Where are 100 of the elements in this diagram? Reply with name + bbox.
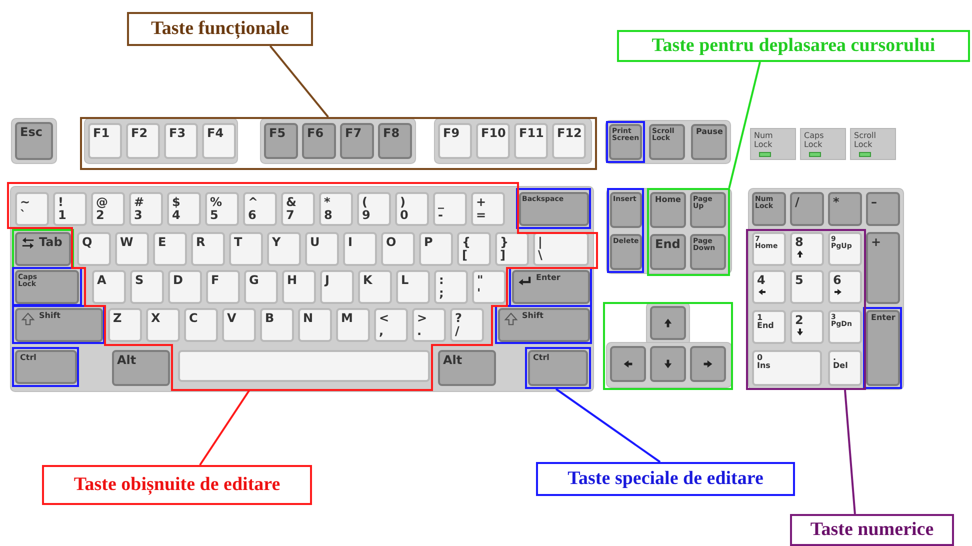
keyboard-key: H	[282, 270, 316, 304]
keyboard-key: F9	[438, 123, 472, 159]
indicator-label: Num Lock	[754, 131, 773, 149]
keyboard-key: Z	[108, 308, 142, 342]
keyboard-key: F4	[202, 123, 236, 159]
keyboard-key: Alt	[438, 350, 496, 386]
space-bar	[178, 350, 430, 382]
keyboard-key: Alt	[112, 350, 170, 386]
keyboard-key: S	[130, 270, 164, 304]
keyboard-key: N	[298, 308, 332, 342]
keyboard-key: V	[222, 308, 256, 342]
keyboard-key: Esc	[15, 122, 53, 160]
keyboard-key: ) 0	[395, 192, 429, 226]
keyboard-key: Shift	[498, 308, 590, 342]
keyboard-key: : ;	[434, 270, 468, 304]
keyboard-key: Shift	[15, 308, 103, 342]
keyboard-key: I	[343, 232, 377, 266]
leader-line	[728, 62, 761, 188]
keyboard-key: Enter	[866, 310, 900, 386]
keyboard-key: 1 End	[752, 310, 786, 344]
keyboard-key: Enter	[512, 270, 590, 304]
highlight-outline	[647, 188, 730, 276]
keyboard-key: F8	[378, 123, 412, 159]
keyboard-key: + =	[471, 192, 505, 226]
keyboard-key: ? /	[450, 308, 484, 342]
highlight-outline	[80, 117, 597, 170]
keyboard-key: F5	[264, 123, 298, 159]
keyboard-key: 5	[790, 270, 824, 304]
keyboard-key: A	[92, 270, 126, 304]
keyboard-key: M	[336, 308, 370, 342]
keyboard-key: _ -	[433, 192, 467, 226]
callout-label: Taste numerice	[790, 514, 954, 546]
keyboard-key: L	[396, 270, 430, 304]
leader-line	[844, 390, 856, 514]
keyboard-key: } ]	[495, 232, 529, 266]
keyboard-key: X	[146, 308, 180, 342]
keyboard-key: /	[790, 192, 824, 226]
keyboard-key: { [	[457, 232, 491, 266]
keyboard-key: 0 Ins	[752, 350, 822, 386]
keyboard-key: –	[866, 192, 900, 226]
leader-line	[555, 388, 661, 463]
indicator-label: Caps Lock	[804, 131, 824, 149]
keyboard-key: R	[191, 232, 225, 266]
keyboard-key: O	[381, 232, 415, 266]
keyboard-key: Tab	[15, 232, 71, 266]
keyboard-key: F	[206, 270, 240, 304]
leader-line	[199, 389, 250, 466]
keyboard-key: F1	[88, 123, 122, 159]
callout-label: Taste obișnuite de editare	[42, 465, 312, 505]
keyboard-key: ( 9	[357, 192, 391, 226]
keyboard-key: G	[244, 270, 278, 304]
keyboard-key: Q	[77, 232, 111, 266]
keyboard-key: Pause	[691, 124, 727, 160]
keyboard-key: > .	[412, 308, 446, 342]
keyboard-key: F7	[340, 123, 374, 159]
keyboard-key: ! 1	[53, 192, 87, 226]
callout-label: Taste speciale de editare	[536, 462, 795, 496]
indicator-label: Scroll Lock	[854, 131, 876, 149]
keyboard-key: F11	[514, 123, 548, 159]
keyboard-key: J	[320, 270, 354, 304]
keyboard-key: F2	[126, 123, 160, 159]
keyboard-key: ~ `	[15, 192, 49, 226]
keyboard-key: 4	[752, 270, 786, 304]
keyboard-key: W	[115, 232, 149, 266]
keyboard-key: P	[419, 232, 453, 266]
keyboard-key: Home	[650, 192, 686, 228]
keyboard-key: 6	[828, 270, 862, 304]
keyboard-key: U	[305, 232, 339, 266]
callout-label: Taste pentru deplasarea cursorului	[617, 30, 970, 62]
keyboard-key: +	[866, 232, 900, 304]
leader-line	[269, 45, 329, 118]
keyboard-key: F10	[476, 123, 510, 159]
callout-label: Taste funcționale	[127, 12, 313, 46]
keyboard-key: " '	[472, 270, 506, 304]
keyboard-key: D	[168, 270, 202, 304]
keyboard-key: % 5	[205, 192, 239, 226]
keyboard-key: 8	[790, 232, 824, 266]
keyboard-key: K	[358, 270, 392, 304]
keyboard-key: @ 2	[91, 192, 125, 226]
keyboard-key: End	[650, 234, 686, 270]
keyboard-key: Y	[267, 232, 301, 266]
keyboard-key: T	[229, 232, 263, 266]
keyboard-key: B	[260, 308, 294, 342]
keyboard-key: F12	[552, 123, 586, 159]
highlight-outline	[8, 183, 597, 390]
keyboard-key: E	[153, 232, 187, 266]
keyboard-key: F3	[164, 123, 198, 159]
keyboard-key: ^ 6	[243, 192, 277, 226]
keyboard-key: F6	[302, 123, 336, 159]
keyboard-key: | \	[533, 232, 589, 266]
keyboard-key: . Del	[828, 350, 862, 386]
keyboard-key: *	[828, 192, 862, 226]
keyboard-key: Ctrl	[528, 350, 588, 386]
keyboard-key: * 8	[319, 192, 353, 226]
keyboard-key: Ctrl	[15, 350, 77, 384]
keyboard-key: < ,	[374, 308, 408, 342]
keyboard-key: & 7	[281, 192, 315, 226]
keyboard-key: $ 4	[167, 192, 201, 226]
highlight-outline	[746, 229, 866, 390]
keyboard-key: # 3	[129, 192, 163, 226]
